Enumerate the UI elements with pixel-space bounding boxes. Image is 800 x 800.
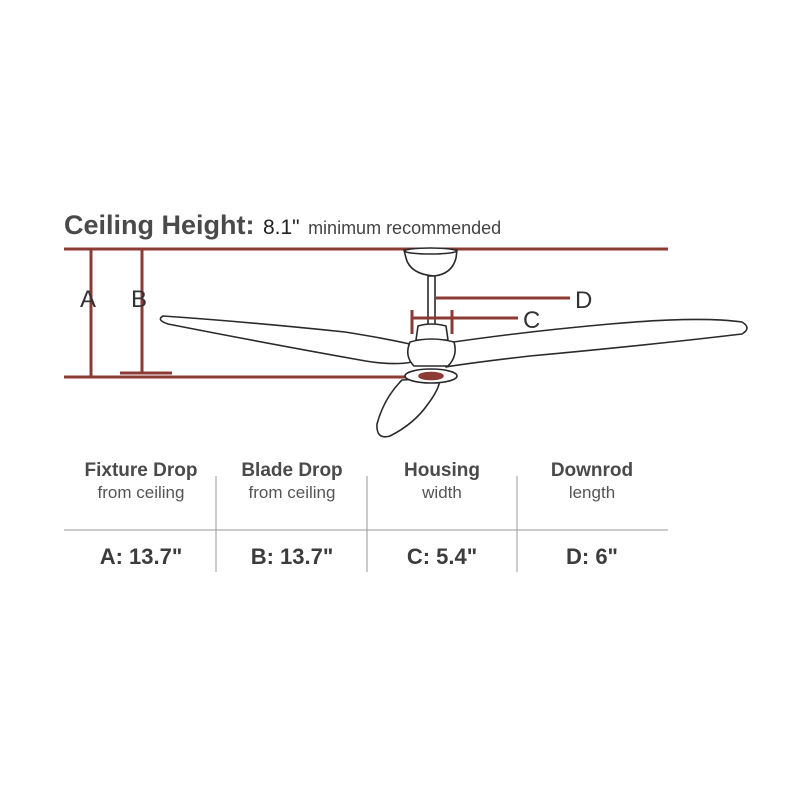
value-fixture-drop: A: 13.7" [99, 544, 183, 569]
ceiling-fan-drawing [159, 247, 748, 438]
column-title: Fixture Drop [84, 460, 198, 481]
label-a: A [80, 286, 96, 313]
value-housing-width: C: 5.4" [406, 544, 478, 569]
column-blade-drop: Blade Drop from ceiling [217, 460, 367, 504]
column-subtitle: from ceiling [97, 483, 185, 502]
fan-blade-front [376, 377, 441, 438]
column-title: Blade Drop [241, 460, 343, 481]
column-subtitle: length [568, 483, 616, 502]
column-housing: Housing width [367, 460, 517, 504]
ceiling-height-note: minimum recommended [308, 218, 502, 238]
column-title: Downrod [550, 460, 634, 481]
value-downrod-length: D: 6" [566, 544, 618, 569]
column-subtitle: width [422, 483, 462, 502]
fan-housing [415, 323, 449, 341]
ceiling-height-label: Ceiling Height: [64, 210, 255, 240]
label-d: D [575, 287, 592, 314]
label-b: B [131, 286, 147, 313]
column-title: Housing [404, 460, 480, 481]
value-blade-drop: B: 13.7" [250, 544, 334, 569]
ceiling-height-value: 8.1" [262, 216, 300, 239]
fan-blade-left [159, 315, 419, 365]
column-fixture-drop: Fixture Drop from ceiling [66, 460, 216, 504]
column-downrod: Downrod length [517, 460, 667, 504]
ceiling-height-heading: Ceiling Height: 8.1" minimum recommended [64, 210, 501, 241]
label-c: C [523, 307, 540, 334]
column-subtitle: from ceiling [248, 483, 336, 502]
fan-blade-right [439, 318, 748, 368]
